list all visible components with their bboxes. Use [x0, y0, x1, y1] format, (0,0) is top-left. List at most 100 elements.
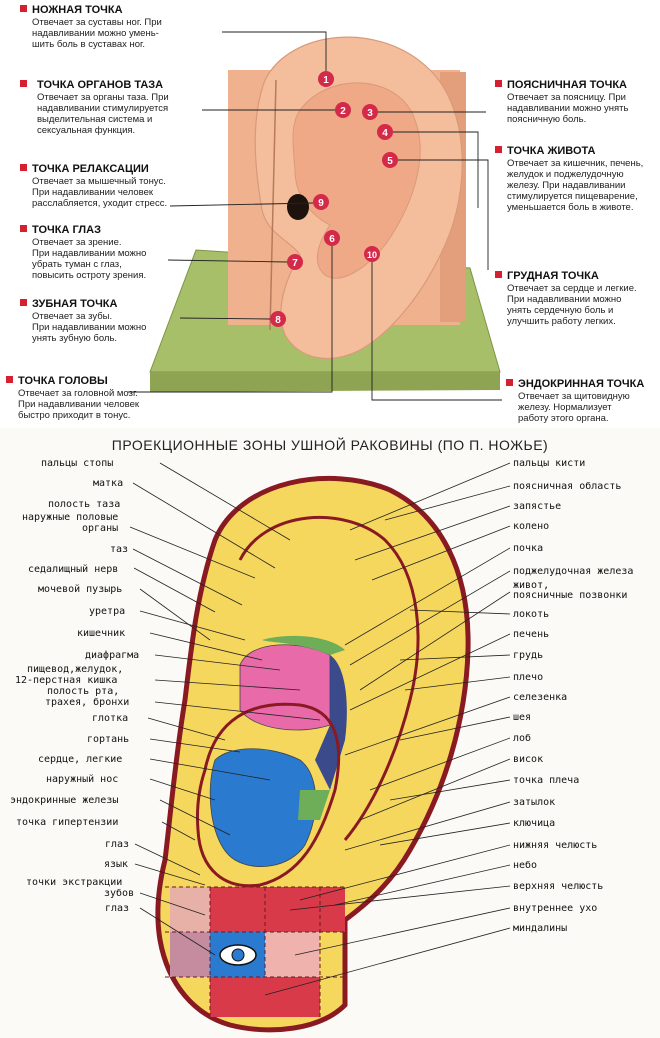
- svg-text:плечо: плечо: [513, 672, 543, 683]
- svg-text:органы: органы: [82, 523, 118, 534]
- svg-text:ТОЧКА ГЛАЗ: ТОЧКА ГЛАЗ: [32, 224, 101, 236]
- marker-3[interactable]: 3: [362, 104, 378, 120]
- svg-text:ТОЧКА РЕЛАКСАЦИИ: ТОЧКА РЕЛАКСАЦИИ: [32, 163, 149, 175]
- left-labels: пальцы стопы матка полость таза наружные…: [10, 458, 139, 914]
- lobe-grid: [165, 886, 345, 1017]
- zone-inner-ear: [265, 932, 320, 977]
- zone-lobe-left: [170, 932, 210, 977]
- svg-text:наружный нос: наружный нос: [46, 773, 118, 785]
- svg-text:4: 4: [382, 128, 388, 139]
- svg-text:3: 3: [367, 108, 373, 119]
- antihelix-outline: [238, 515, 420, 841]
- model-base-edge: [150, 372, 500, 392]
- svg-text:небо: небо: [513, 859, 537, 871]
- svg-text:Отвечает за сердце и легкие.: Отвечает за сердце и легкие.: [507, 283, 637, 294]
- svg-text:поясничная область: поясничная область: [513, 480, 621, 492]
- svg-text:колено: колено: [513, 521, 549, 532]
- svg-text:точки экстракции: точки экстракции: [26, 877, 122, 888]
- right-labels: пальцы кисти поясничная область запястье…: [513, 458, 633, 934]
- svg-text:локоть: локоть: [513, 609, 549, 620]
- leader-lines-bottom: [129, 462, 511, 996]
- svg-text:Отвечает за зрение.: Отвечает за зрение.: [32, 237, 122, 248]
- svg-text:мочевой пузырь: мочевой пузырь: [38, 583, 122, 595]
- svg-text:язык: язык: [104, 859, 128, 870]
- svg-text:гортань: гортань: [87, 734, 129, 745]
- marker-10[interactable]: 10: [364, 246, 380, 262]
- marker-9[interactable]: 9: [313, 194, 329, 210]
- svg-text:Отвечает за зубы.: Отвечает за зубы.: [32, 311, 112, 322]
- marker-8[interactable]: 8: [270, 311, 286, 327]
- svg-text:работу этого органа.: работу этого органа.: [518, 413, 609, 424]
- callout-abdomen-point: ТОЧКА ЖИВОТА Отвечает за кишечник, печен…: [495, 145, 643, 213]
- svg-text:Отвечает за кишечник, печень,: Отвечает за кишечник, печень,: [507, 158, 643, 169]
- svg-text:матка: матка: [93, 478, 123, 489]
- chart-title: ПРОЕКЦИОННЫЕ ЗОНЫ УШНОЙ РАКОВИНЫ (ПО П. …: [112, 436, 548, 453]
- zone-tonsils: [210, 977, 320, 1017]
- svg-text:надавливании стимулируется: надавливании стимулируется: [37, 103, 168, 114]
- zone-palate: [320, 887, 345, 932]
- svg-text:убрать туман с глаз,: убрать туман с глаз,: [32, 259, 122, 270]
- svg-text:шить боль в суставах ног.: шить боль в суставах ног.: [32, 39, 145, 50]
- zone-tooth-extraction: [210, 887, 265, 932]
- svg-text:ТОЧКА ГОЛОВЫ: ТОЧКА ГОЛОВЫ: [18, 375, 108, 387]
- svg-text:сексуальная функция.: сексуальная функция.: [37, 125, 135, 136]
- svg-text:точка плеча: точка плеча: [513, 775, 579, 786]
- marker-7[interactable]: 7: [287, 254, 303, 270]
- svg-text:лоб: лоб: [513, 732, 531, 744]
- leader-lines-top: [128, 31, 502, 401]
- marker-4[interactable]: 4: [377, 124, 393, 140]
- svg-text:миндалины: миндалины: [513, 923, 567, 934]
- eye-pupil-icon: [231, 948, 245, 962]
- model-seam: [269, 79, 277, 331]
- svg-text:выделительная система и: выделительная система и: [37, 114, 152, 125]
- svg-text:При надавливании можно: При надавливании можно: [32, 248, 146, 259]
- svg-text:12-перстная кишка: 12-перстная кишка: [15, 675, 117, 686]
- svg-text:10: 10: [367, 250, 377, 260]
- top-callouts: НОЖНАЯ ТОЧКА Отвечает за суставы ног. Пр…: [6, 4, 644, 424]
- svg-text:ПОЯСНИЧНАЯ ТОЧКА: ПОЯСНИЧНАЯ ТОЧКА: [507, 79, 627, 91]
- svg-text:глотка: глотка: [92, 713, 128, 724]
- svg-text:6: 6: [329, 234, 335, 245]
- svg-text:глаз: глаз: [105, 839, 129, 850]
- svg-text:селезенка: селезенка: [513, 692, 567, 703]
- zone-concha-green: [298, 790, 330, 820]
- svg-text:внутреннее ухо: внутреннее ухо: [513, 903, 597, 914]
- svg-text:запястье: запястье: [513, 501, 561, 512]
- svg-text:При надавливании человек: При надавливании человек: [32, 187, 154, 198]
- zone-lobe-upper-left: [170, 887, 210, 932]
- svg-text:9: 9: [318, 198, 324, 209]
- svg-text:таз: таз: [110, 544, 128, 555]
- svg-text:уретра: уретра: [89, 606, 125, 617]
- svg-text:зубов: зубов: [104, 887, 134, 899]
- svg-text:стимулируется пищеварение,: стимулируется пищеварение,: [507, 191, 638, 202]
- svg-text:Отвечает за суставы ног. При: Отвечает за суставы ног. При: [32, 17, 162, 28]
- svg-text:затылок: затылок: [513, 797, 555, 808]
- marker-6[interactable]: 6: [324, 230, 340, 246]
- callout-eye-point: ТОЧКА ГЛАЗ Отвечает за зрение. При надав…: [20, 224, 146, 281]
- svg-text:железу. Нормализует: железу. Нормализует: [518, 402, 612, 413]
- svg-text:Отвечает за поясницу. При: Отвечает за поясницу. При: [507, 92, 626, 103]
- svg-text:эндокринные железы: эндокринные железы: [10, 795, 118, 806]
- svg-text:поясничную боль.: поясничную боль.: [507, 114, 586, 125]
- marker-2[interactable]: 2: [335, 102, 351, 118]
- svg-text:седалищный нерв: седалищный нерв: [28, 563, 118, 575]
- svg-text:диафрагма: диафрагма: [85, 649, 139, 661]
- svg-text:ключица: ключица: [513, 818, 555, 829]
- svg-text:уменьшается боль в животе.: уменьшается боль в животе.: [507, 202, 633, 213]
- svg-text:унять зубную боль.: унять зубную боль.: [32, 333, 117, 344]
- ear-model-illustration: [149, 36, 501, 392]
- svg-text:глаз: глаз: [105, 903, 129, 914]
- svg-text:печень: печень: [513, 629, 549, 640]
- svg-text:висок: висок: [513, 754, 543, 765]
- svg-text:ТОЧКА ЖИВОТА: ТОЧКА ЖИВОТА: [507, 145, 596, 157]
- svg-text:надавливании можно умень-: надавливании можно умень-: [32, 28, 159, 39]
- marker-1[interactable]: 1: [318, 71, 334, 87]
- svg-text:Отвечает за органы таза. При: Отвечает за органы таза. При: [37, 92, 169, 103]
- svg-text:сердце, легкие: сердце, легкие: [38, 754, 122, 765]
- svg-text:нижняя челюсть: нижняя челюсть: [513, 840, 597, 851]
- svg-text:железу. При надавливании: железу. При надавливании: [507, 180, 625, 191]
- callout-chest-point: ГРУДНАЯ ТОЧКА Отвечает за сердце и легки…: [495, 270, 637, 327]
- svg-text:повысить остроту зрения.: повысить остроту зрения.: [32, 270, 146, 281]
- callout-foot-point: НОЖНАЯ ТОЧКА Отвечает за суставы ног. Пр…: [20, 4, 162, 50]
- marker-5[interactable]: 5: [382, 152, 398, 168]
